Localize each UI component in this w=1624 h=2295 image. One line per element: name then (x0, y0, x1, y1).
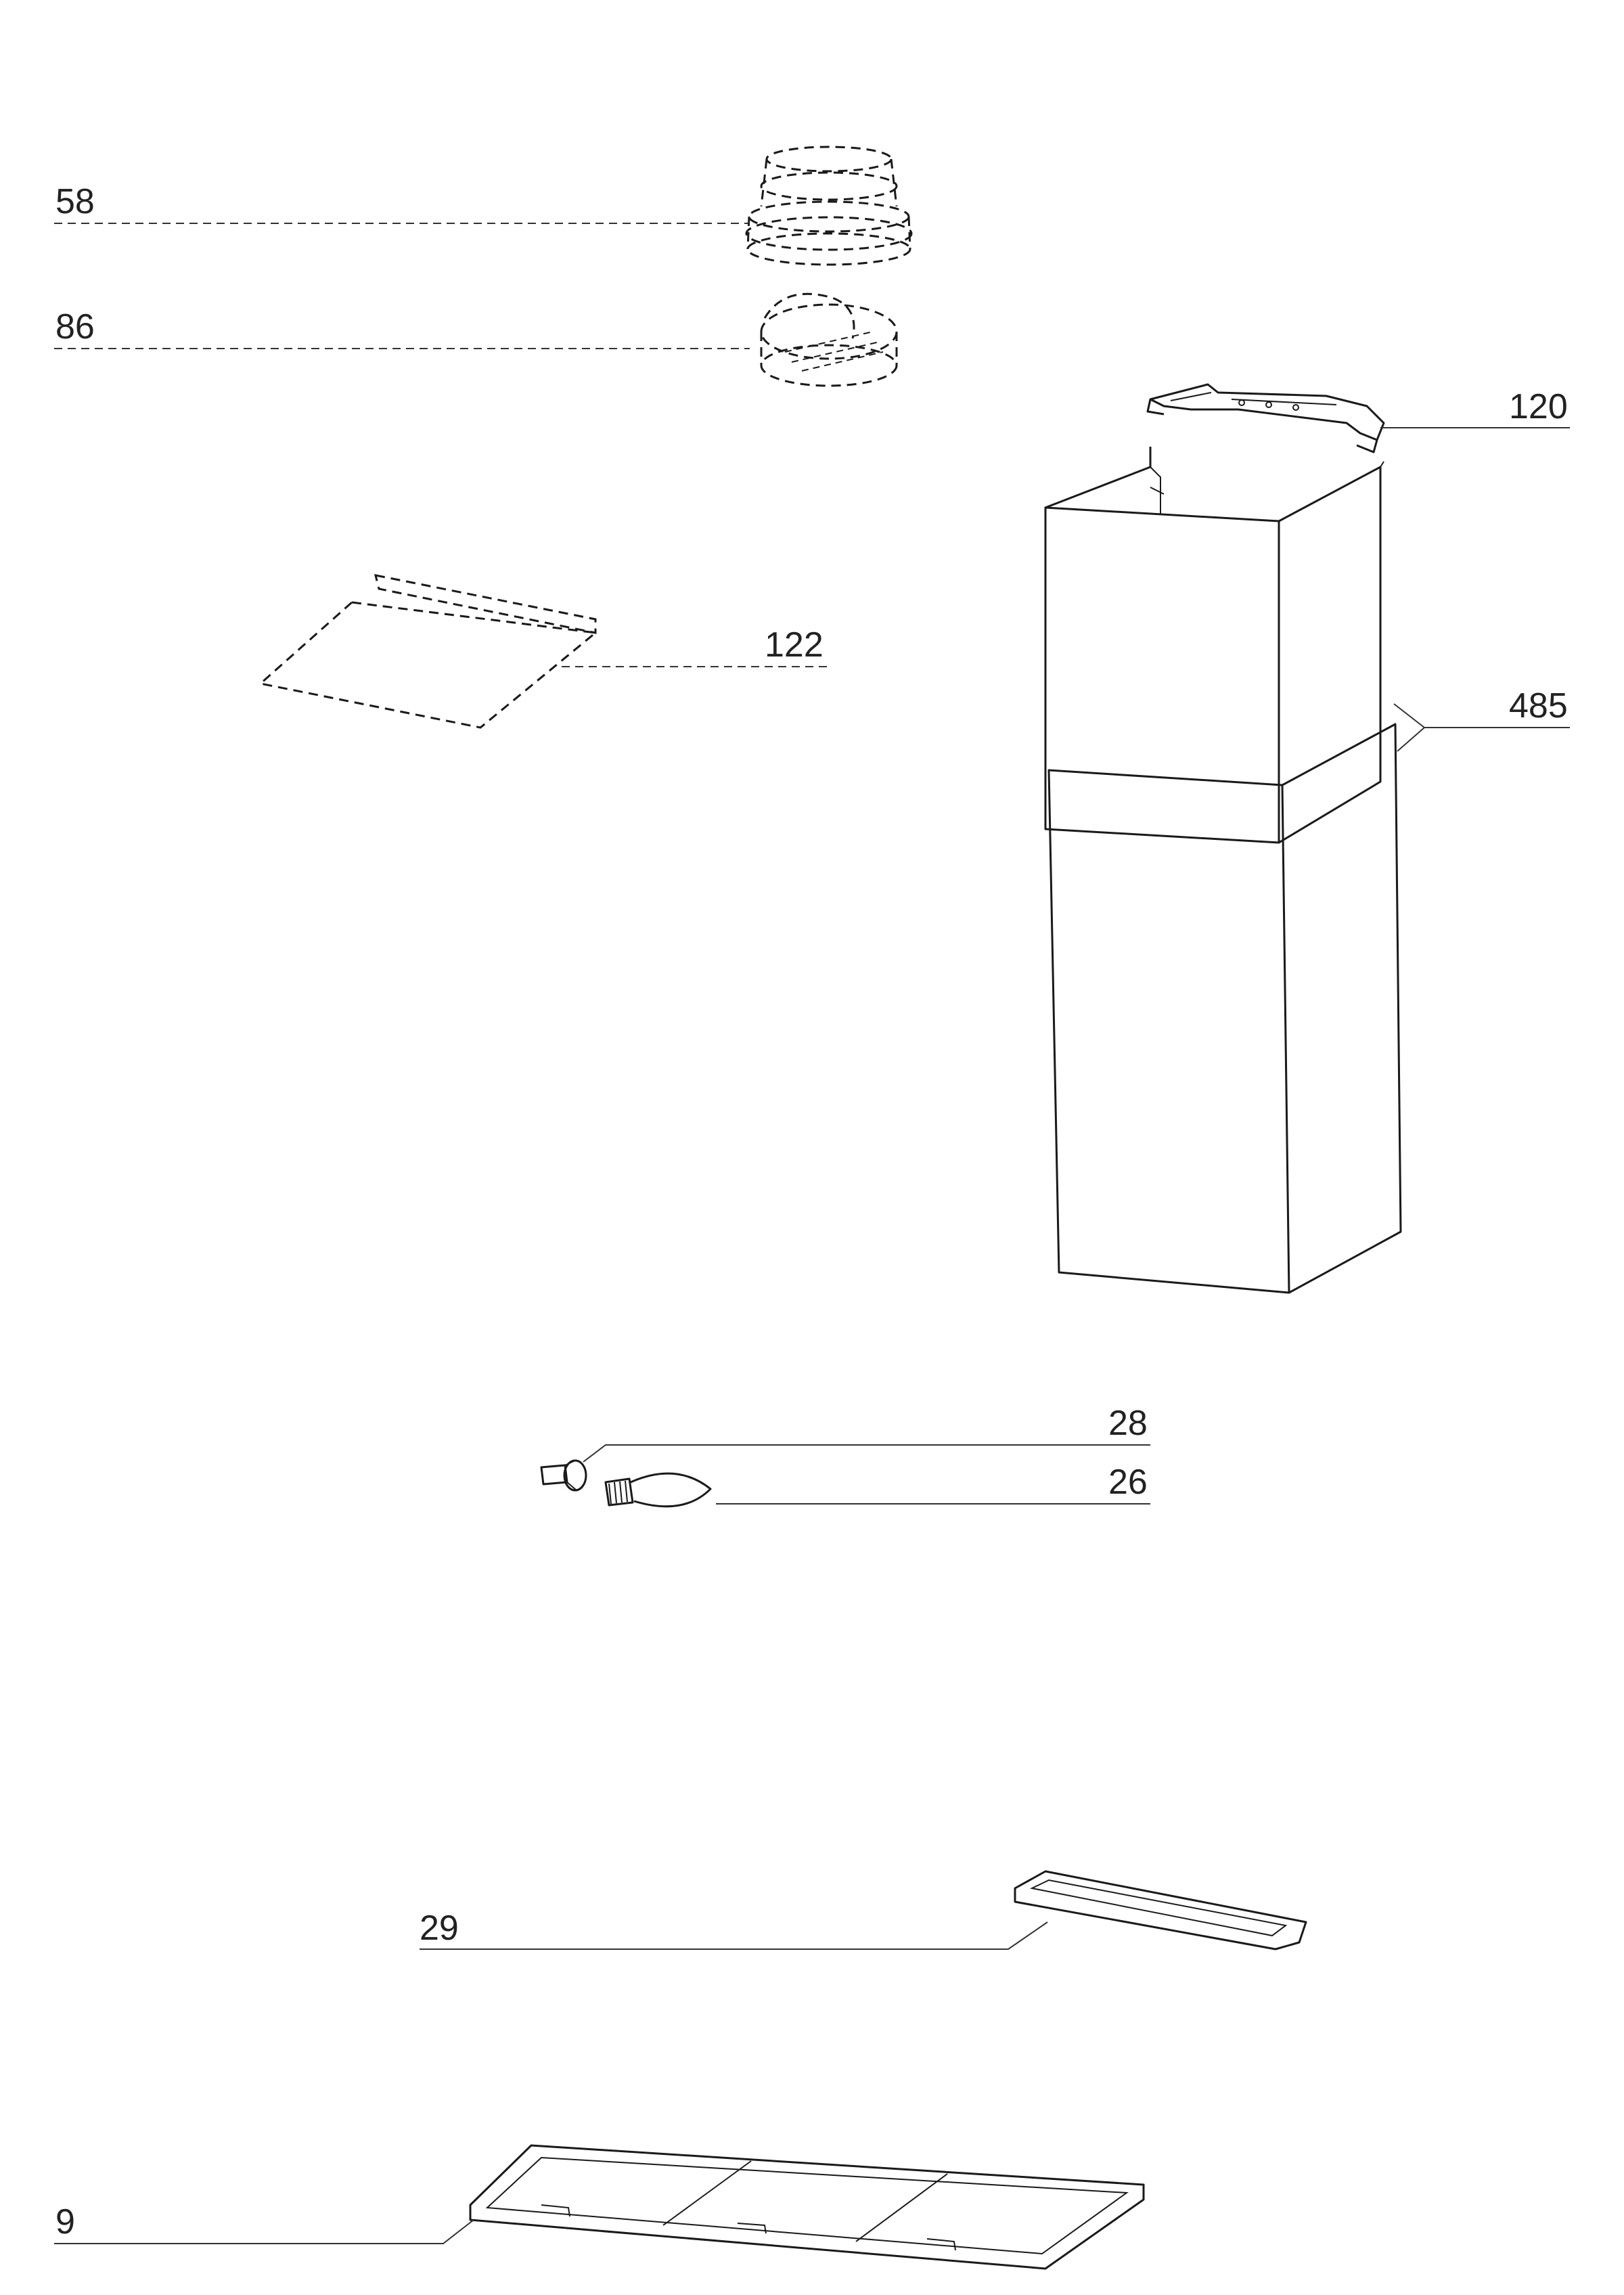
callout-9: 9 (55, 2202, 75, 2242)
callout-485: 485 (1509, 686, 1568, 726)
leader-28 (583, 1444, 1150, 1463)
leader-29 (420, 1921, 1048, 1950)
leader-485 (1393, 703, 1570, 752)
callout-29: 29 (420, 1909, 459, 1948)
part-485-chimney (1044, 447, 1402, 1294)
part-28-lamp-holder (540, 1459, 587, 1492)
part-86-damper (760, 292, 898, 387)
part-29-glass-panel (1014, 1870, 1307, 1951)
callout-26: 26 (1108, 1463, 1148, 1502)
part-122-cover-plate (258, 574, 598, 729)
callout-122: 122 (765, 625, 824, 665)
callout-28: 28 (1108, 1404, 1148, 1443)
callout-86: 86 (55, 307, 95, 347)
leader-9 (54, 2219, 474, 2244)
callout-58: 58 (55, 182, 95, 221)
part-58-duct-adapter (745, 146, 913, 266)
part-9-grease-filters (469, 2144, 1145, 2270)
callout-120: 120 (1509, 387, 1568, 426)
part-120-mounting-bracket (1146, 383, 1385, 453)
part-26-bulb (604, 1472, 712, 1508)
